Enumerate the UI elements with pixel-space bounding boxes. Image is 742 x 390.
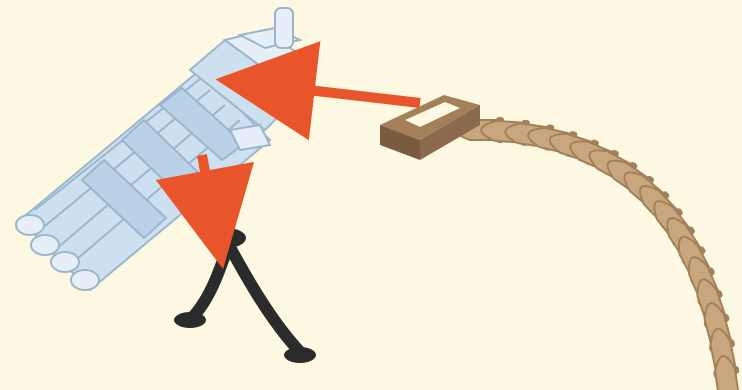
exploded-assembly-diagram [0,0,742,390]
diagram-canvas [0,0,742,390]
